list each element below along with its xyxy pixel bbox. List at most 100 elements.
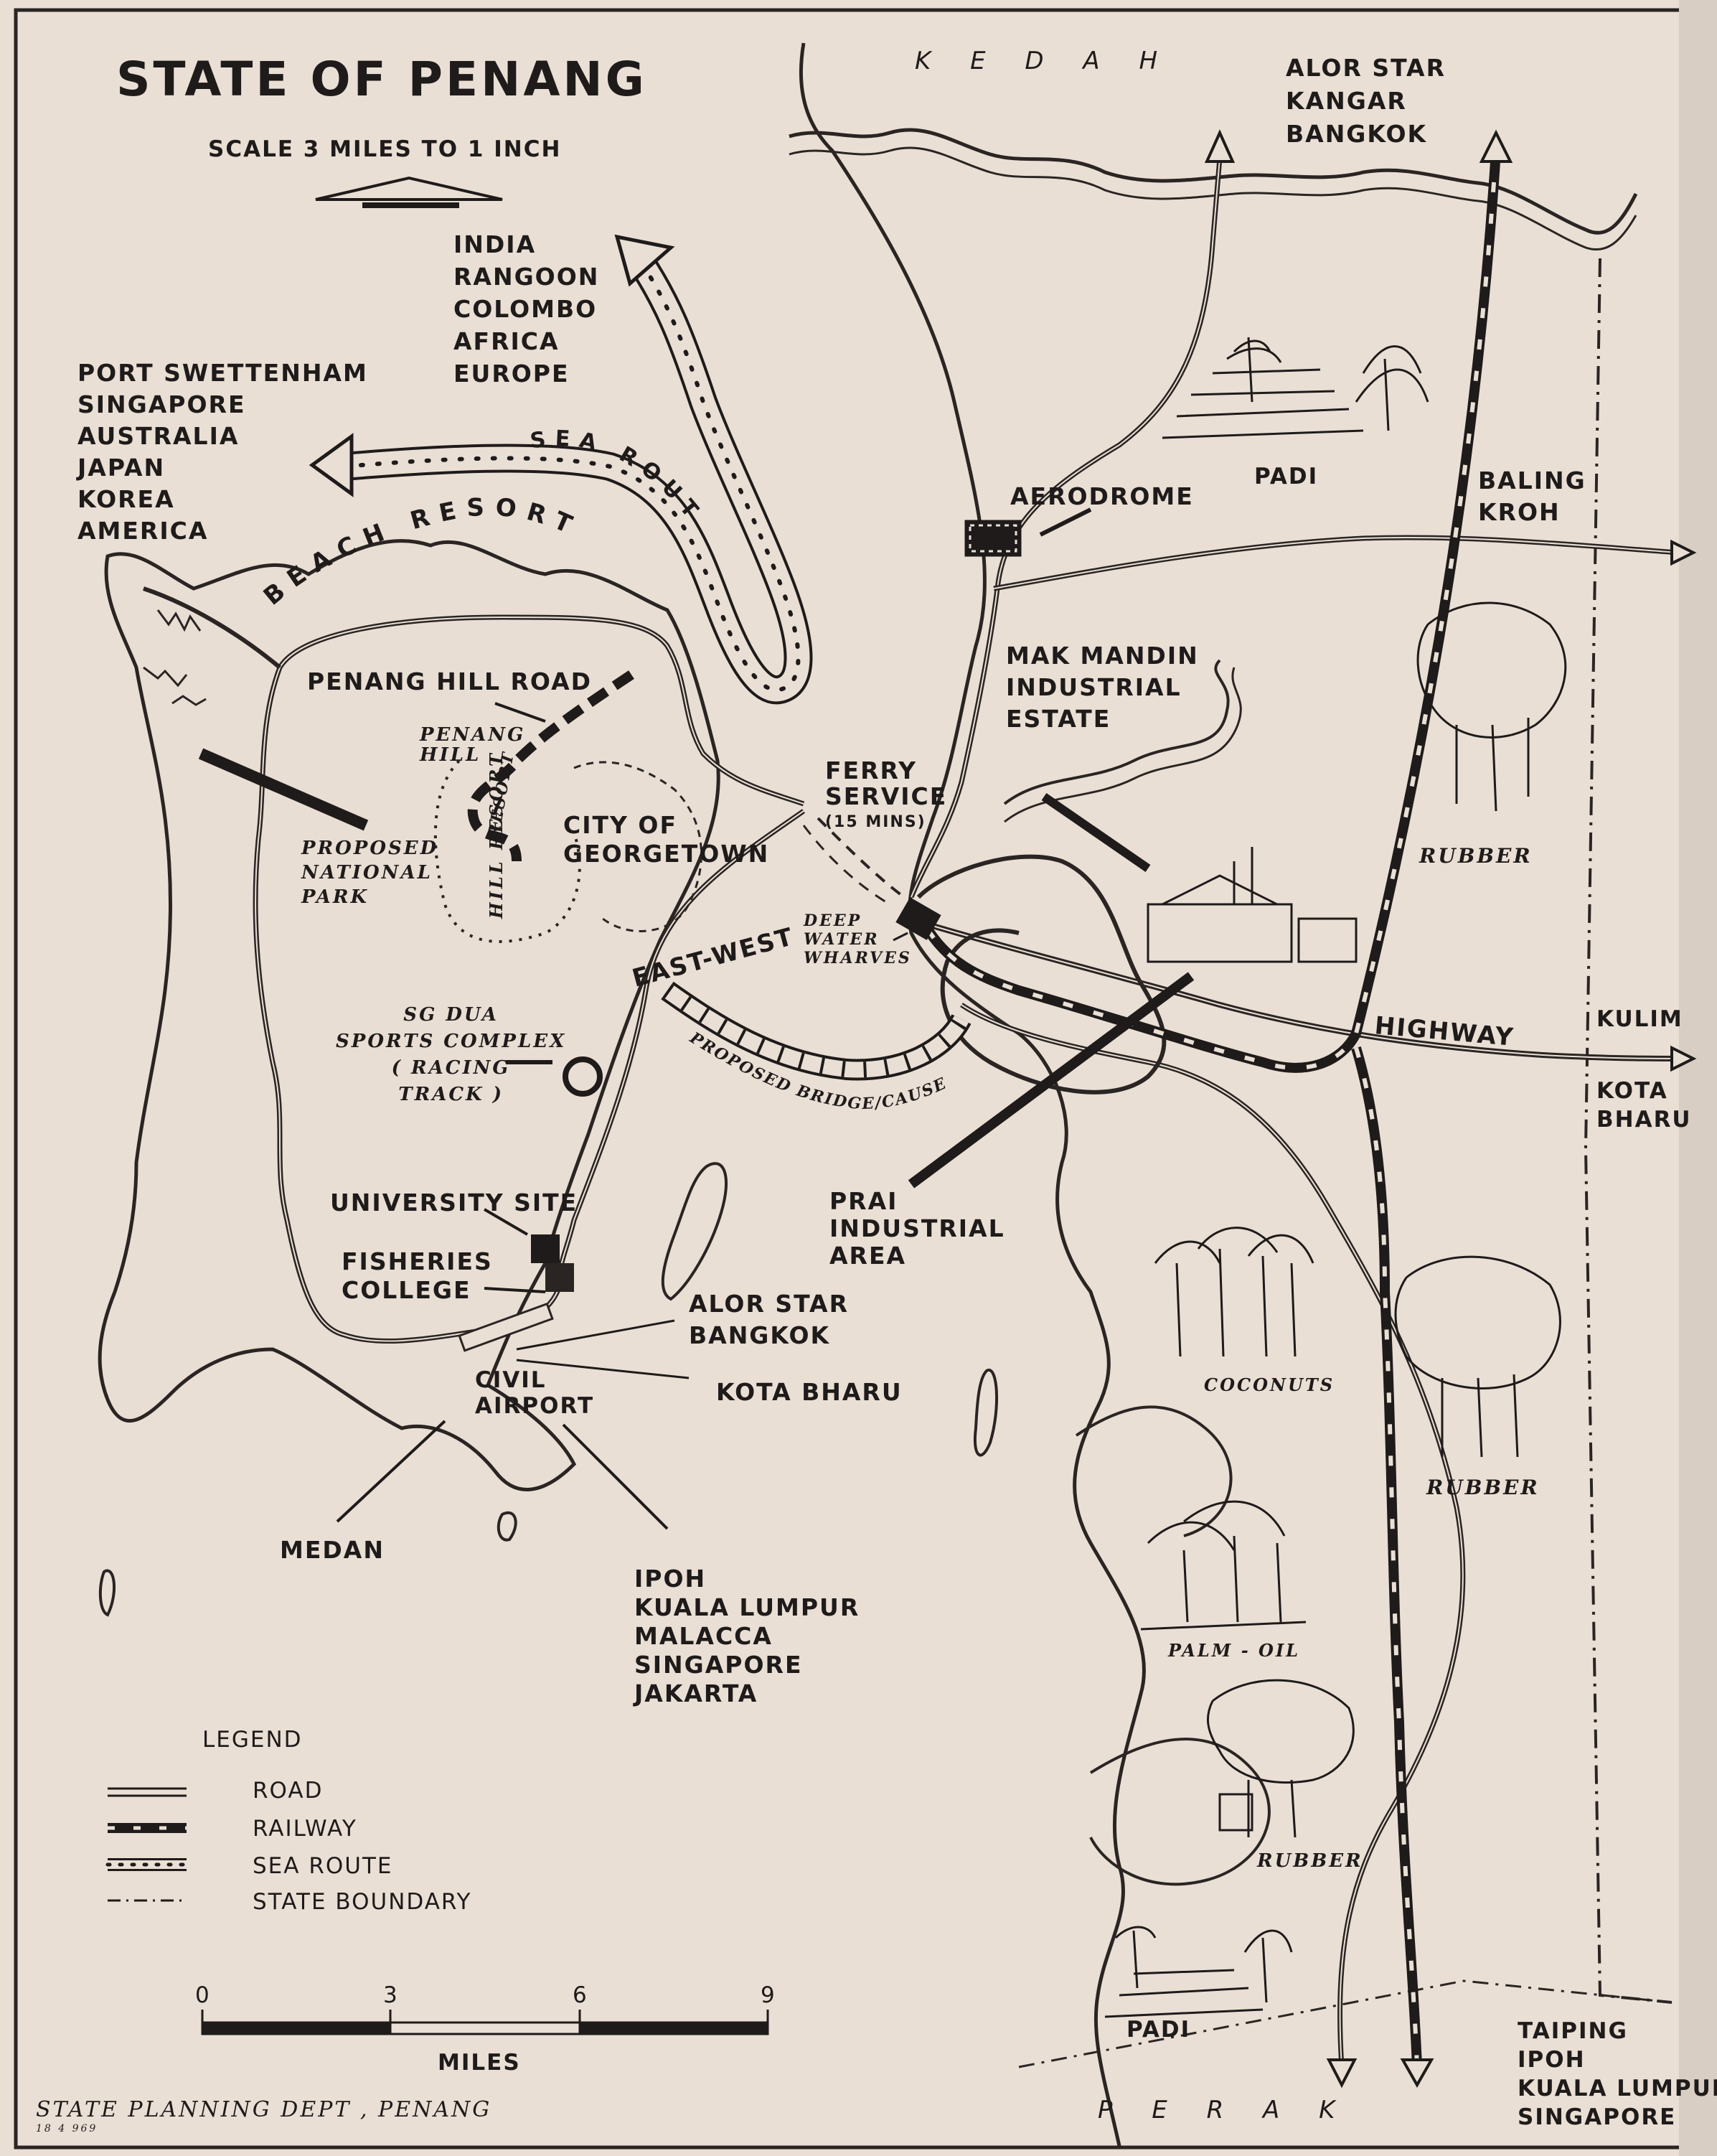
sea-route-north-arrow	[614, 234, 675, 287]
legend-boundary-label: STATE BOUNDARY	[253, 1889, 472, 1915]
crop-coconuts: COCONUTS	[1204, 1374, 1335, 1395]
university-marker	[531, 1234, 560, 1263]
national-park-boundary	[433, 759, 581, 943]
scale-triangle	[315, 176, 503, 208]
georgetown-area	[573, 761, 702, 932]
kedah-border-river-2	[789, 146, 1637, 251]
river-mak-mandin-2	[1004, 667, 1242, 823]
palm-oil-illustration	[1140, 1500, 1307, 1631]
dest-air-west: MEDAN	[280, 1536, 385, 1564]
rubber-illustration-1	[1416, 601, 1567, 812]
kedah-border-river	[789, 128, 1638, 235]
inlet-south	[1089, 1738, 1271, 1886]
crop-padi-north: PADI	[1254, 464, 1319, 489]
crop-rubber-3: RUBBER	[1257, 1850, 1363, 1872]
dest-kulim: KULIM	[1596, 1006, 1683, 1032]
page-edge	[1679, 0, 1717, 2156]
rubber-illustration-2	[1394, 1255, 1561, 1458]
ferry-route	[817, 817, 905, 899]
scale-tick-6: 6	[573, 1982, 588, 2008]
pointer-lines	[198, 507, 1195, 1530]
crop-palm-oil: PALM - OIL	[1168, 1640, 1301, 1661]
legend-road-symbol	[108, 1787, 187, 1797]
proposed-bridge	[661, 981, 972, 1081]
railway-north-arrow	[1479, 129, 1513, 163]
sea-route-west-arrow	[309, 433, 354, 497]
crop-padi-south: PADI	[1126, 2017, 1191, 2043]
scale-tick-3: 3	[383, 1982, 399, 2008]
mainland-coast	[799, 42, 1146, 2147]
islet-2	[974, 1368, 999, 1457]
island-north-road	[143, 586, 281, 670]
perak-label: P E R A K	[1098, 2096, 1351, 2124]
hill-resort-label: HILL RESORT	[486, 751, 507, 919]
credit-date: 18 4 969	[36, 2123, 98, 2134]
state-boundary-south	[1018, 1979, 1673, 2068]
legend-heading: LEGEND	[202, 1727, 303, 1753]
fisheries-marker	[545, 1263, 574, 1292]
north-road	[908, 157, 1223, 899]
railway-south	[1351, 1046, 1422, 2068]
highway-arrow	[1670, 1045, 1697, 1072]
penang-hill-road	[467, 670, 634, 862]
crop-rubber-2: RUBBER	[1426, 1476, 1540, 1499]
padi-illustration-south	[1104, 1926, 1293, 2018]
rubber-illustration-3	[1206, 1679, 1355, 1838]
kedah-label: K E D A H	[915, 47, 1174, 75]
coconut-illustration	[1154, 1227, 1314, 1357]
butterworth-loop	[916, 854, 1167, 1095]
north-road-arrow	[1204, 129, 1236, 163]
legend-railway-label: RAILWAY	[253, 1816, 357, 1842]
dest-air-east: KOTA BHARU	[716, 1378, 903, 1406]
crop-rubber-1: RUBBER	[1419, 844, 1533, 868]
river-mak-mandin	[1003, 659, 1230, 805]
islet-4	[98, 1569, 116, 1617]
scale-bar	[201, 2010, 769, 2035]
islet-3	[497, 1511, 517, 1542]
legend-road-label: ROAD	[253, 1778, 324, 1804]
credit: STATE PLANNING DEPT , PENANG	[36, 2097, 492, 2122]
beach-scribbles	[143, 609, 207, 706]
highway-label: HIGHWAY	[1373, 1011, 1515, 1052]
racing-track	[563, 1056, 603, 1097]
islet-1	[661, 1162, 728, 1301]
baling-road-arrow	[1670, 539, 1697, 566]
scale-text: SCALE 3 MILES TO 1 INCH	[208, 136, 562, 162]
scale-unit: MILES	[438, 2050, 521, 2076]
south-road-arrow	[1326, 2058, 1358, 2089]
legend-sea-route-label: SEA ROUTE	[253, 1853, 393, 1879]
railway-south-arrow	[1400, 2058, 1434, 2089]
factory-illustration	[1147, 847, 1358, 963]
map-title: STATE OF PENANG	[116, 52, 647, 107]
railway-north	[921, 150, 1501, 1073]
ferry-route-2	[802, 825, 890, 906]
padi-illustration-north	[1162, 337, 1429, 439]
state-boundary	[1584, 258, 1673, 2004]
penang-hill-road-label: PENANG HILL ROAD	[307, 667, 593, 695]
aerodrome-label: AERODROME	[1010, 482, 1194, 510]
inlet-mid	[1075, 1405, 1233, 1537]
airport-runway	[458, 1302, 554, 1352]
scale-tick-0: 0	[195, 1982, 211, 2008]
scale-tick-9: 9	[761, 1982, 776, 2008]
